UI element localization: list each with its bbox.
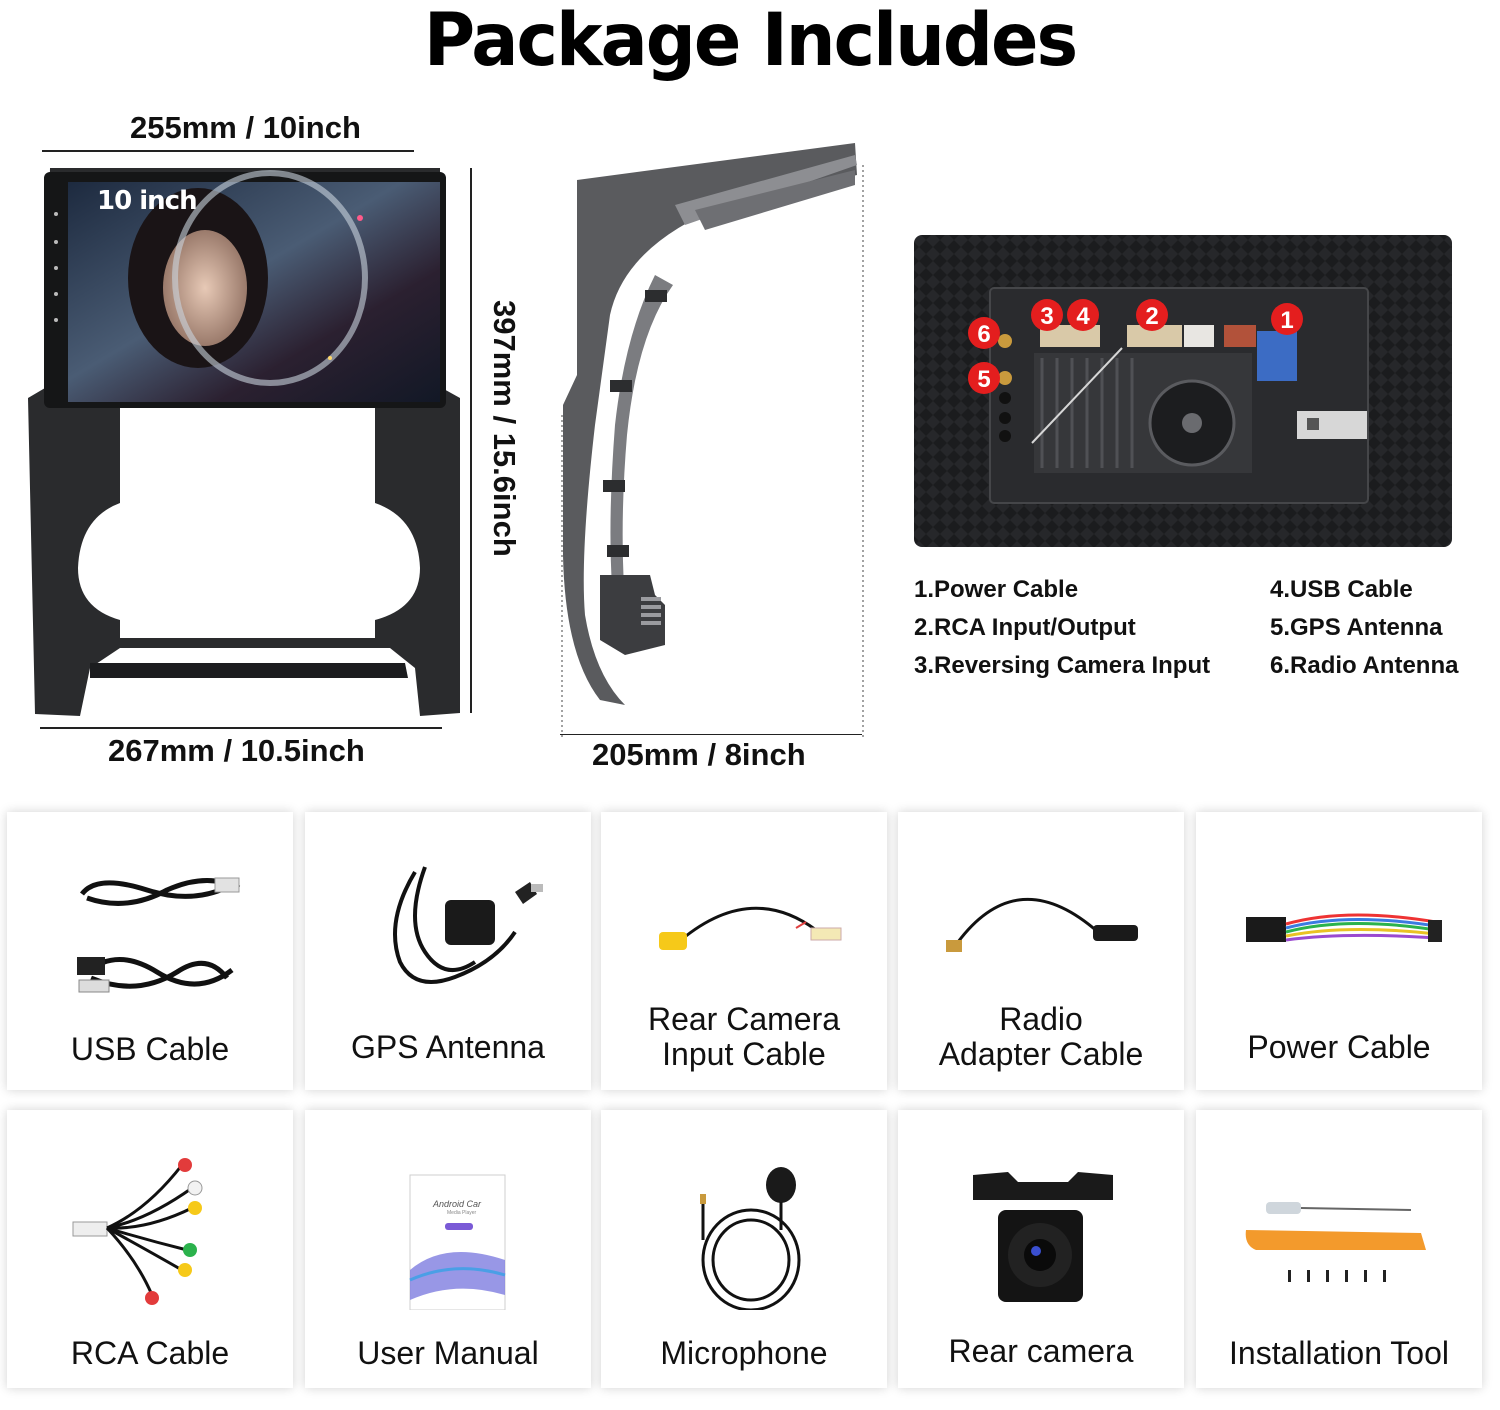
rear-camera-input-cable-image	[659, 906, 842, 950]
port-legend-left: 1.Power Cable 2.RCA Input/Output 3.Rever…	[914, 571, 1210, 685]
item-card-installation-tool: Installation Tool	[1196, 1110, 1482, 1388]
svg-text:3: 3	[1040, 303, 1053, 330]
radio-adapter-cable-label-2: Adapter Cable	[938, 1036, 1144, 1072]
user-manual-label: User Manual	[357, 1335, 539, 1371]
port-badge-6: 6	[968, 317, 1000, 349]
port-badge-4: 4	[1067, 299, 1099, 331]
installation-tool-label: Installation Tool	[1229, 1335, 1449, 1371]
item-card-gps-antenna: GPS Antenna	[305, 812, 591, 1090]
power-cable-image	[1246, 913, 1442, 942]
item-card-rear-camera-input-cable: Rear Camera Input Cable	[601, 812, 887, 1090]
bottom-width-line	[40, 727, 442, 729]
radio-adapter-cable-label-1: Radio	[999, 1001, 1083, 1037]
item-card-radio-adapter-cable: Radio Adapter Cable	[898, 812, 1184, 1090]
legend-item: 4.USB Cable	[1270, 576, 1413, 603]
head-unit-back-image	[914, 235, 1452, 547]
rear-camera-image	[973, 1172, 1113, 1302]
rca-cable-label: RCA Cable	[70, 1335, 230, 1371]
top-width-line	[42, 150, 414, 152]
screen-size-label: 10 inch	[97, 186, 198, 216]
item-card-usb-cable: USB Cable	[7, 812, 293, 1090]
legend-item: 1.Power Cable	[914, 576, 1079, 603]
depth-line	[560, 734, 862, 735]
port-badge-1: 1	[1271, 303, 1303, 335]
legend-item: 2.RCA Input/Output	[914, 614, 1136, 641]
manual-cover-title-2: Media Player	[447, 1210, 477, 1216]
bottom-width-label: 267mm / 10.5inch	[108, 733, 365, 768]
manual-cover-title-1: Android Car	[433, 1199, 482, 1209]
top-width-label: 255mm / 10inch	[130, 110, 361, 145]
gps-antenna-label: GPS Antenna	[351, 1029, 545, 1065]
port-badge-5: 5	[968, 362, 1000, 394]
port-badge-2: 2	[1136, 299, 1168, 331]
item-card-rca-cable: RCA Cable	[7, 1110, 293, 1388]
legend-item: 5.GPS Antenna	[1270, 614, 1443, 641]
height-label: 397mm / 15.6inch	[487, 300, 522, 557]
rear-camera-label: Rear camera	[948, 1333, 1134, 1369]
microphone-label: Microphone	[660, 1335, 828, 1371]
item-card-rear-camera: Rear camera	[898, 1110, 1184, 1388]
usb-cable-image	[77, 877, 241, 993]
svg-text:5: 5	[977, 366, 990, 393]
item-card-user-manual: Android Car Media Player User Manual	[305, 1110, 591, 1388]
port-legend-right: 4.USB Cable 5.GPS Antenna 6.Radio Antenn…	[1270, 571, 1458, 685]
installation-tool-image	[1245, 1202, 1426, 1282]
rca-cable-image	[72, 1158, 203, 1305]
head-unit-front-image	[28, 168, 460, 716]
port-badge-3: 3	[1031, 299, 1063, 331]
user-manual-image	[409, 1174, 506, 1310]
svg-text:6: 6	[977, 321, 990, 348]
svg-text:1: 1	[1280, 307, 1293, 334]
item-card-power-cable: Power Cable	[1196, 812, 1482, 1090]
radio-adapter-cable-image	[946, 898, 1138, 952]
depth-label: 205mm / 8inch	[592, 737, 806, 772]
head-unit-side-image	[561, 143, 864, 740]
legend-item: 6.Radio Antenna	[1270, 652, 1459, 679]
rear-camera-input-cable-label-1: Rear Camera	[647, 1001, 841, 1037]
height-line	[470, 168, 472, 713]
power-cable-label: Power Cable	[1247, 1029, 1431, 1065]
rear-camera-input-cable-label-2: Input Cable	[662, 1036, 826, 1072]
legend-item: 3.Reversing Camera Input	[914, 652, 1211, 679]
page-title: Package Includes	[423, 0, 1078, 84]
svg-text:4: 4	[1076, 303, 1090, 330]
microphone-image	[700, 1167, 801, 1310]
gps-antenna-image	[393, 866, 543, 984]
item-card-microphone: Microphone	[601, 1110, 887, 1388]
svg-text:2: 2	[1145, 303, 1158, 330]
usb-cable-label: USB Cable	[70, 1031, 230, 1067]
